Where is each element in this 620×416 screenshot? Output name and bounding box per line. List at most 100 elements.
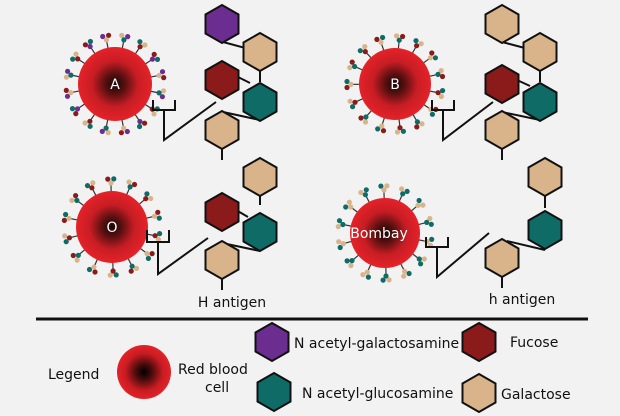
connector-a xyxy=(152,100,217,142)
sugar-dot xyxy=(362,192,368,198)
cell-o: O xyxy=(61,176,163,278)
sugar-dot xyxy=(379,123,385,129)
sugar-dot xyxy=(73,193,79,199)
sugar-dot xyxy=(406,270,412,277)
sugar-dot xyxy=(121,37,127,43)
chains-layer xyxy=(204,3,563,281)
sugar-dot xyxy=(349,258,355,264)
legend-glucosamine-swatch xyxy=(256,371,292,413)
sugar-dot xyxy=(105,130,111,136)
sugar-dot xyxy=(336,239,342,245)
legend-galactosamine-label: N acetyl-galactosamine xyxy=(294,336,459,352)
sugar-dot xyxy=(348,204,354,210)
sugar-dot xyxy=(63,211,69,218)
galactose-hexagon xyxy=(522,31,558,73)
sugar-dot xyxy=(90,180,96,186)
sugar-dot xyxy=(74,106,81,112)
sugar-dot xyxy=(161,88,167,94)
sugar-dot xyxy=(87,123,93,129)
sugar-dot xyxy=(399,186,405,192)
sugar-dot xyxy=(74,257,80,263)
sugar-dot xyxy=(420,202,426,208)
bond xyxy=(501,111,541,121)
sugar-dot xyxy=(73,51,79,57)
sugar-dot xyxy=(75,56,81,62)
sugar-dot xyxy=(402,268,408,274)
sugar-dot xyxy=(362,119,369,125)
sugar-dot xyxy=(383,273,389,279)
legend-galactosamine-swatch xyxy=(254,321,290,363)
sugar-dot xyxy=(61,217,67,223)
sugar-dot xyxy=(397,125,403,131)
sugar-dot xyxy=(69,106,76,112)
sugar-dot xyxy=(87,43,93,50)
sugar-dot xyxy=(161,75,167,81)
sugar-dot xyxy=(103,125,109,131)
sugar-dot xyxy=(84,183,91,189)
sugar-dot xyxy=(362,44,368,50)
sugar-dot xyxy=(358,115,364,121)
sugar-dot xyxy=(350,104,356,110)
sugar-dot xyxy=(106,32,112,38)
cell-o-label: O xyxy=(106,220,117,236)
sugar-dot xyxy=(380,34,386,41)
sugar-dot xyxy=(86,266,93,273)
red-blood-cell-bombay xyxy=(350,198,420,268)
sugar-dot xyxy=(438,68,444,74)
sugar-dot xyxy=(344,258,350,264)
sugar-dot xyxy=(159,94,165,100)
sugar-dot xyxy=(374,36,380,43)
sugar-dot xyxy=(380,277,386,283)
chain-bombay xyxy=(484,156,563,279)
sugar-dot xyxy=(137,118,143,125)
sugar-dot xyxy=(432,55,438,61)
sugar-dot xyxy=(346,199,352,205)
sugar-dot xyxy=(400,128,406,134)
sugar-dot xyxy=(416,256,422,262)
sugar-dot xyxy=(118,130,124,136)
galactosamine-hexagon xyxy=(204,3,240,45)
connector-o xyxy=(146,230,209,276)
glucosamine-legend-hexagon xyxy=(256,371,292,413)
sugar-dot xyxy=(151,111,157,117)
sugar-dot xyxy=(62,233,68,239)
sugar-dot xyxy=(149,251,155,257)
sugar-dot xyxy=(73,111,79,117)
sugar-dot xyxy=(144,251,150,257)
sugar-dot xyxy=(362,49,368,55)
sugar-dot xyxy=(137,123,143,130)
sugar-dot xyxy=(349,59,355,65)
sugar-dot xyxy=(142,120,148,126)
connector-b xyxy=(431,100,494,143)
sugar-dot xyxy=(416,197,422,204)
sugar-dot xyxy=(124,128,130,135)
sugar-dot xyxy=(157,231,163,237)
sugar-dot xyxy=(421,256,427,262)
red-blood-cell-b xyxy=(359,48,431,120)
sugar-dot xyxy=(63,74,69,80)
sugar-dot xyxy=(347,98,353,104)
sugar-dot xyxy=(337,244,343,251)
sugar-dot xyxy=(344,78,350,85)
sugar-dot xyxy=(156,72,162,78)
galactose-hexagon xyxy=(484,109,520,151)
sugar-dot xyxy=(70,252,76,259)
sugar-dot xyxy=(82,120,88,126)
sugar-dot xyxy=(126,179,132,185)
legend-fucose-swatch xyxy=(461,321,497,363)
sugar-dot xyxy=(142,42,148,48)
sugar-dot xyxy=(428,221,434,227)
sugar-dot xyxy=(125,34,131,40)
sugar-dot xyxy=(156,215,162,221)
sugar-dot xyxy=(131,181,138,188)
galactose-hexagon xyxy=(484,237,520,279)
galactosamine-legend-hexagon xyxy=(254,321,290,363)
sugar-dot xyxy=(144,191,150,197)
sugar-dot xyxy=(386,277,392,283)
sugar-dot xyxy=(105,176,111,182)
sugar-dot xyxy=(427,215,433,222)
glucosamine-hexagon xyxy=(242,81,278,123)
sugar-dot xyxy=(63,87,69,93)
sugar-dot xyxy=(74,197,80,203)
sugar-dot xyxy=(413,38,419,44)
